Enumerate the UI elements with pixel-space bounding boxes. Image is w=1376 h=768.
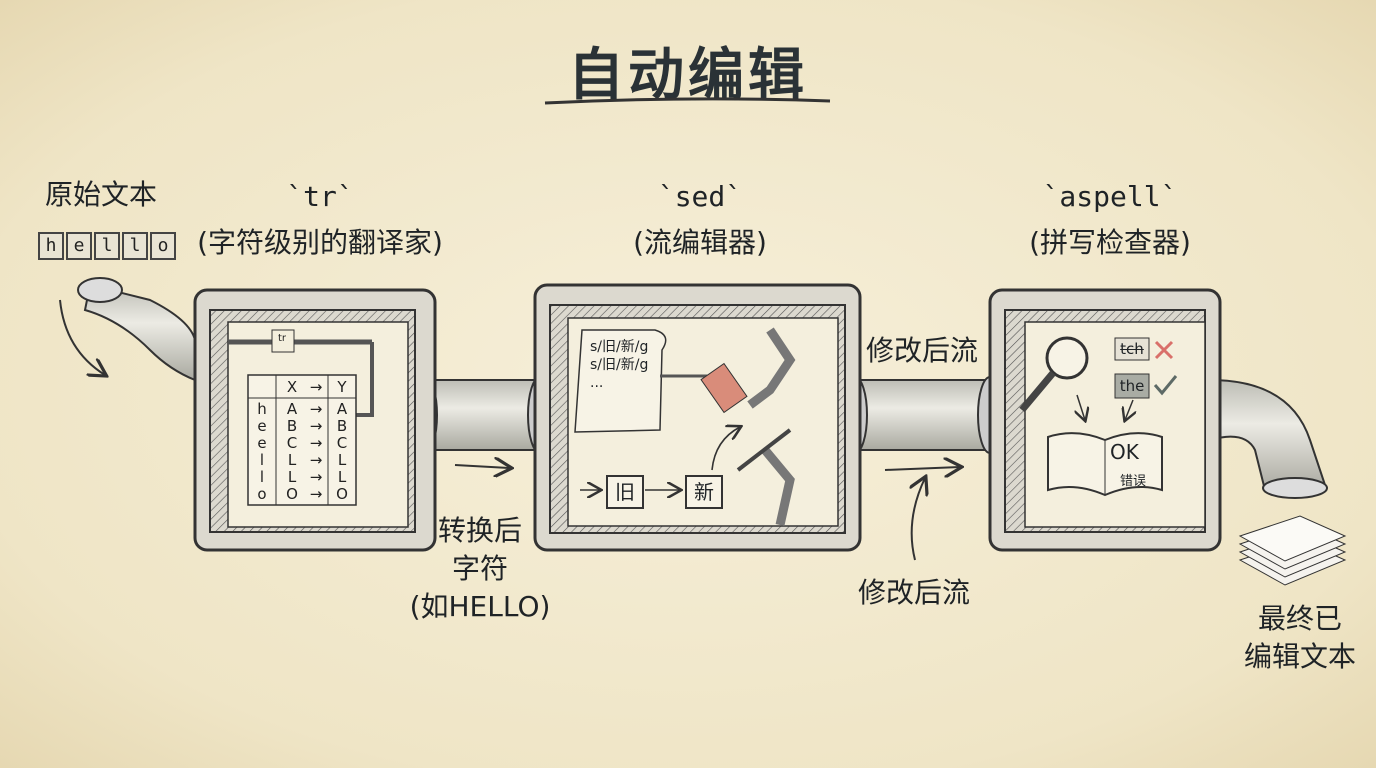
diagram-title: 自动编辑	[568, 43, 808, 108]
tr-table-cell: A	[336, 400, 348, 418]
sed-script-line: s/旧/新/g	[590, 339, 649, 355]
flow-arrow-2	[884, 467, 960, 470]
input-label: 原始文本	[45, 178, 158, 211]
tr-table-cell: h	[257, 400, 267, 418]
cross-icon	[1154, 340, 1174, 360]
tr-table-cell: L	[287, 468, 297, 486]
tr-table-cell: →	[309, 485, 323, 503]
input-letter: h	[38, 232, 64, 260]
after-tr-label: 转换后 字符 (如HELLO)	[395, 512, 565, 626]
sed-script: s/旧/新/g s/旧/新/g ...	[590, 338, 648, 392]
sed-old-block: 旧	[606, 475, 644, 509]
tr-table-cell: →	[309, 417, 323, 435]
output-line: 编辑文本	[1243, 640, 1356, 673]
aspell-command: `aspell`	[1042, 180, 1178, 213]
tr-table-header-cell: →	[309, 378, 323, 396]
tr-table-cell: L	[287, 451, 297, 469]
tr-table-cell: L	[337, 451, 347, 469]
magnifier-icon	[1045, 336, 1089, 380]
flow-arrow-1	[454, 465, 510, 468]
tr-table-cell: e	[257, 417, 267, 435]
misspelled-word: tch	[1120, 340, 1144, 358]
flow-arrow-3	[912, 478, 925, 561]
after-sed-label-bottom: 修改后流	[858, 576, 971, 609]
sed-script-line: ...	[590, 375, 604, 391]
tr-table-cell: →	[309, 400, 323, 418]
tr-command: `tr`	[286, 180, 354, 213]
tr-table-cell: →	[309, 451, 323, 469]
after-tr-line: 字符	[451, 552, 508, 585]
tr-table-cell: C	[336, 434, 348, 452]
tr-table-cell: O	[286, 485, 298, 503]
input-pipe	[77, 277, 196, 382]
sed-script-line: s/旧/新/g	[590, 357, 649, 373]
paper-stack-icon	[1238, 515, 1347, 586]
sed-new-block: 新	[685, 475, 723, 509]
sed-command: `sed`	[657, 180, 743, 213]
input-arrow	[59, 299, 105, 375]
tr-box	[193, 288, 437, 552]
correct-word: the	[1119, 377, 1145, 395]
aspell-description: (拼写检查器)	[1029, 226, 1191, 259]
output-line: 最终已	[1257, 602, 1342, 635]
tr-slider-label: tr	[277, 333, 287, 344]
input-letter: l	[94, 232, 120, 260]
input-letter: e	[66, 232, 92, 260]
after-tr-line: (如HELLO)	[409, 590, 551, 623]
tr-table-cell: l	[259, 451, 265, 469]
tr-table-cell: l	[259, 468, 265, 486]
tr-table-cell: O	[336, 485, 348, 503]
title-underline	[544, 97, 831, 105]
tr-table-cell: o	[257, 485, 267, 503]
tr-table-header-cell: Y	[337, 378, 347, 396]
input-letter: l	[122, 232, 148, 260]
output-label: 最终已 编辑文本	[1235, 600, 1365, 676]
sed-box	[533, 283, 862, 552]
tr-table-cell: B	[336, 417, 348, 435]
tr-description: (字符级别的翻译家)	[197, 226, 443, 259]
after-tr-line: 转换后	[437, 514, 522, 547]
after-sed-label-top: 修改后流	[866, 334, 979, 367]
tr-table-cell: L	[337, 468, 347, 486]
check-icon	[1153, 375, 1178, 396]
aspell-box	[988, 288, 1222, 552]
book-error: 错误	[1120, 474, 1147, 489]
sed-description: (流编辑器)	[633, 226, 767, 259]
pipe-sed-aspell	[842, 376, 1003, 454]
tr-table-cell: B	[286, 417, 298, 435]
input-letter: o	[150, 232, 176, 260]
tr-table-cell: A	[286, 400, 298, 418]
tr-table-cell: C	[286, 434, 298, 452]
output-pipe	[1209, 378, 1328, 499]
tr-table-header-cell: X	[286, 378, 298, 396]
tr-table-cell: →	[309, 434, 323, 452]
book-ok: OK	[1110, 440, 1139, 464]
tr-table-cell: e	[257, 434, 267, 452]
tr-table-cell: →	[309, 468, 323, 486]
